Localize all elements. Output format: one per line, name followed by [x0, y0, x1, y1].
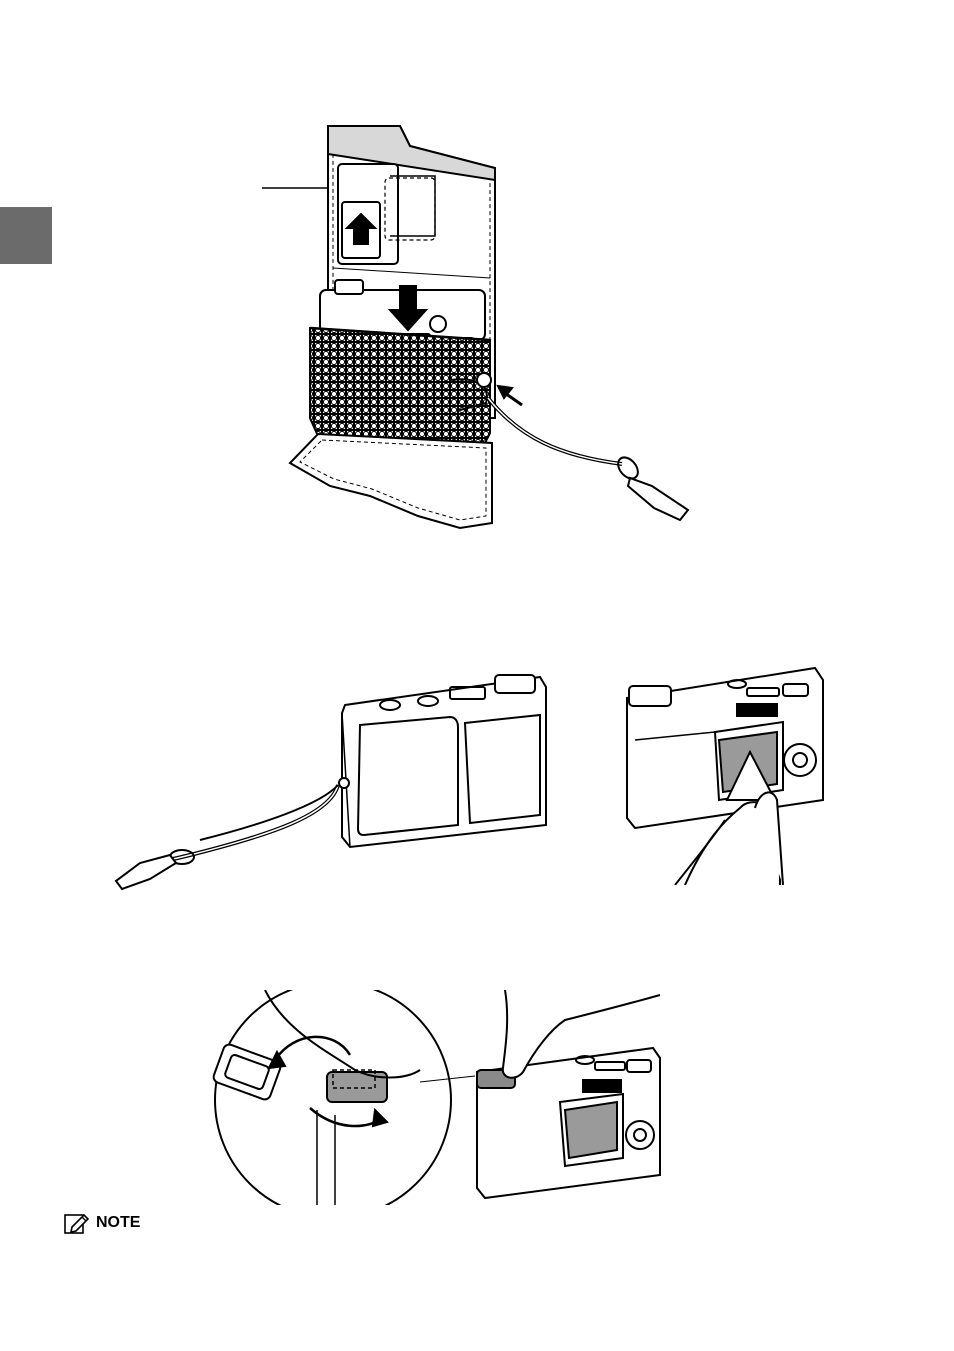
camera-front-with-strap-illustration — [110, 665, 555, 895]
note-heading: NOTE — [64, 1212, 140, 1234]
note-pencil-icon — [64, 1212, 90, 1234]
note-label: NOTE — [96, 1214, 140, 1232]
cleaning-lcd-illustration — [615, 660, 830, 885]
camera-in-case-illustration — [250, 118, 710, 533]
eyecup-removal-illustration — [205, 990, 665, 1205]
chapter-side-tab — [0, 207, 52, 264]
